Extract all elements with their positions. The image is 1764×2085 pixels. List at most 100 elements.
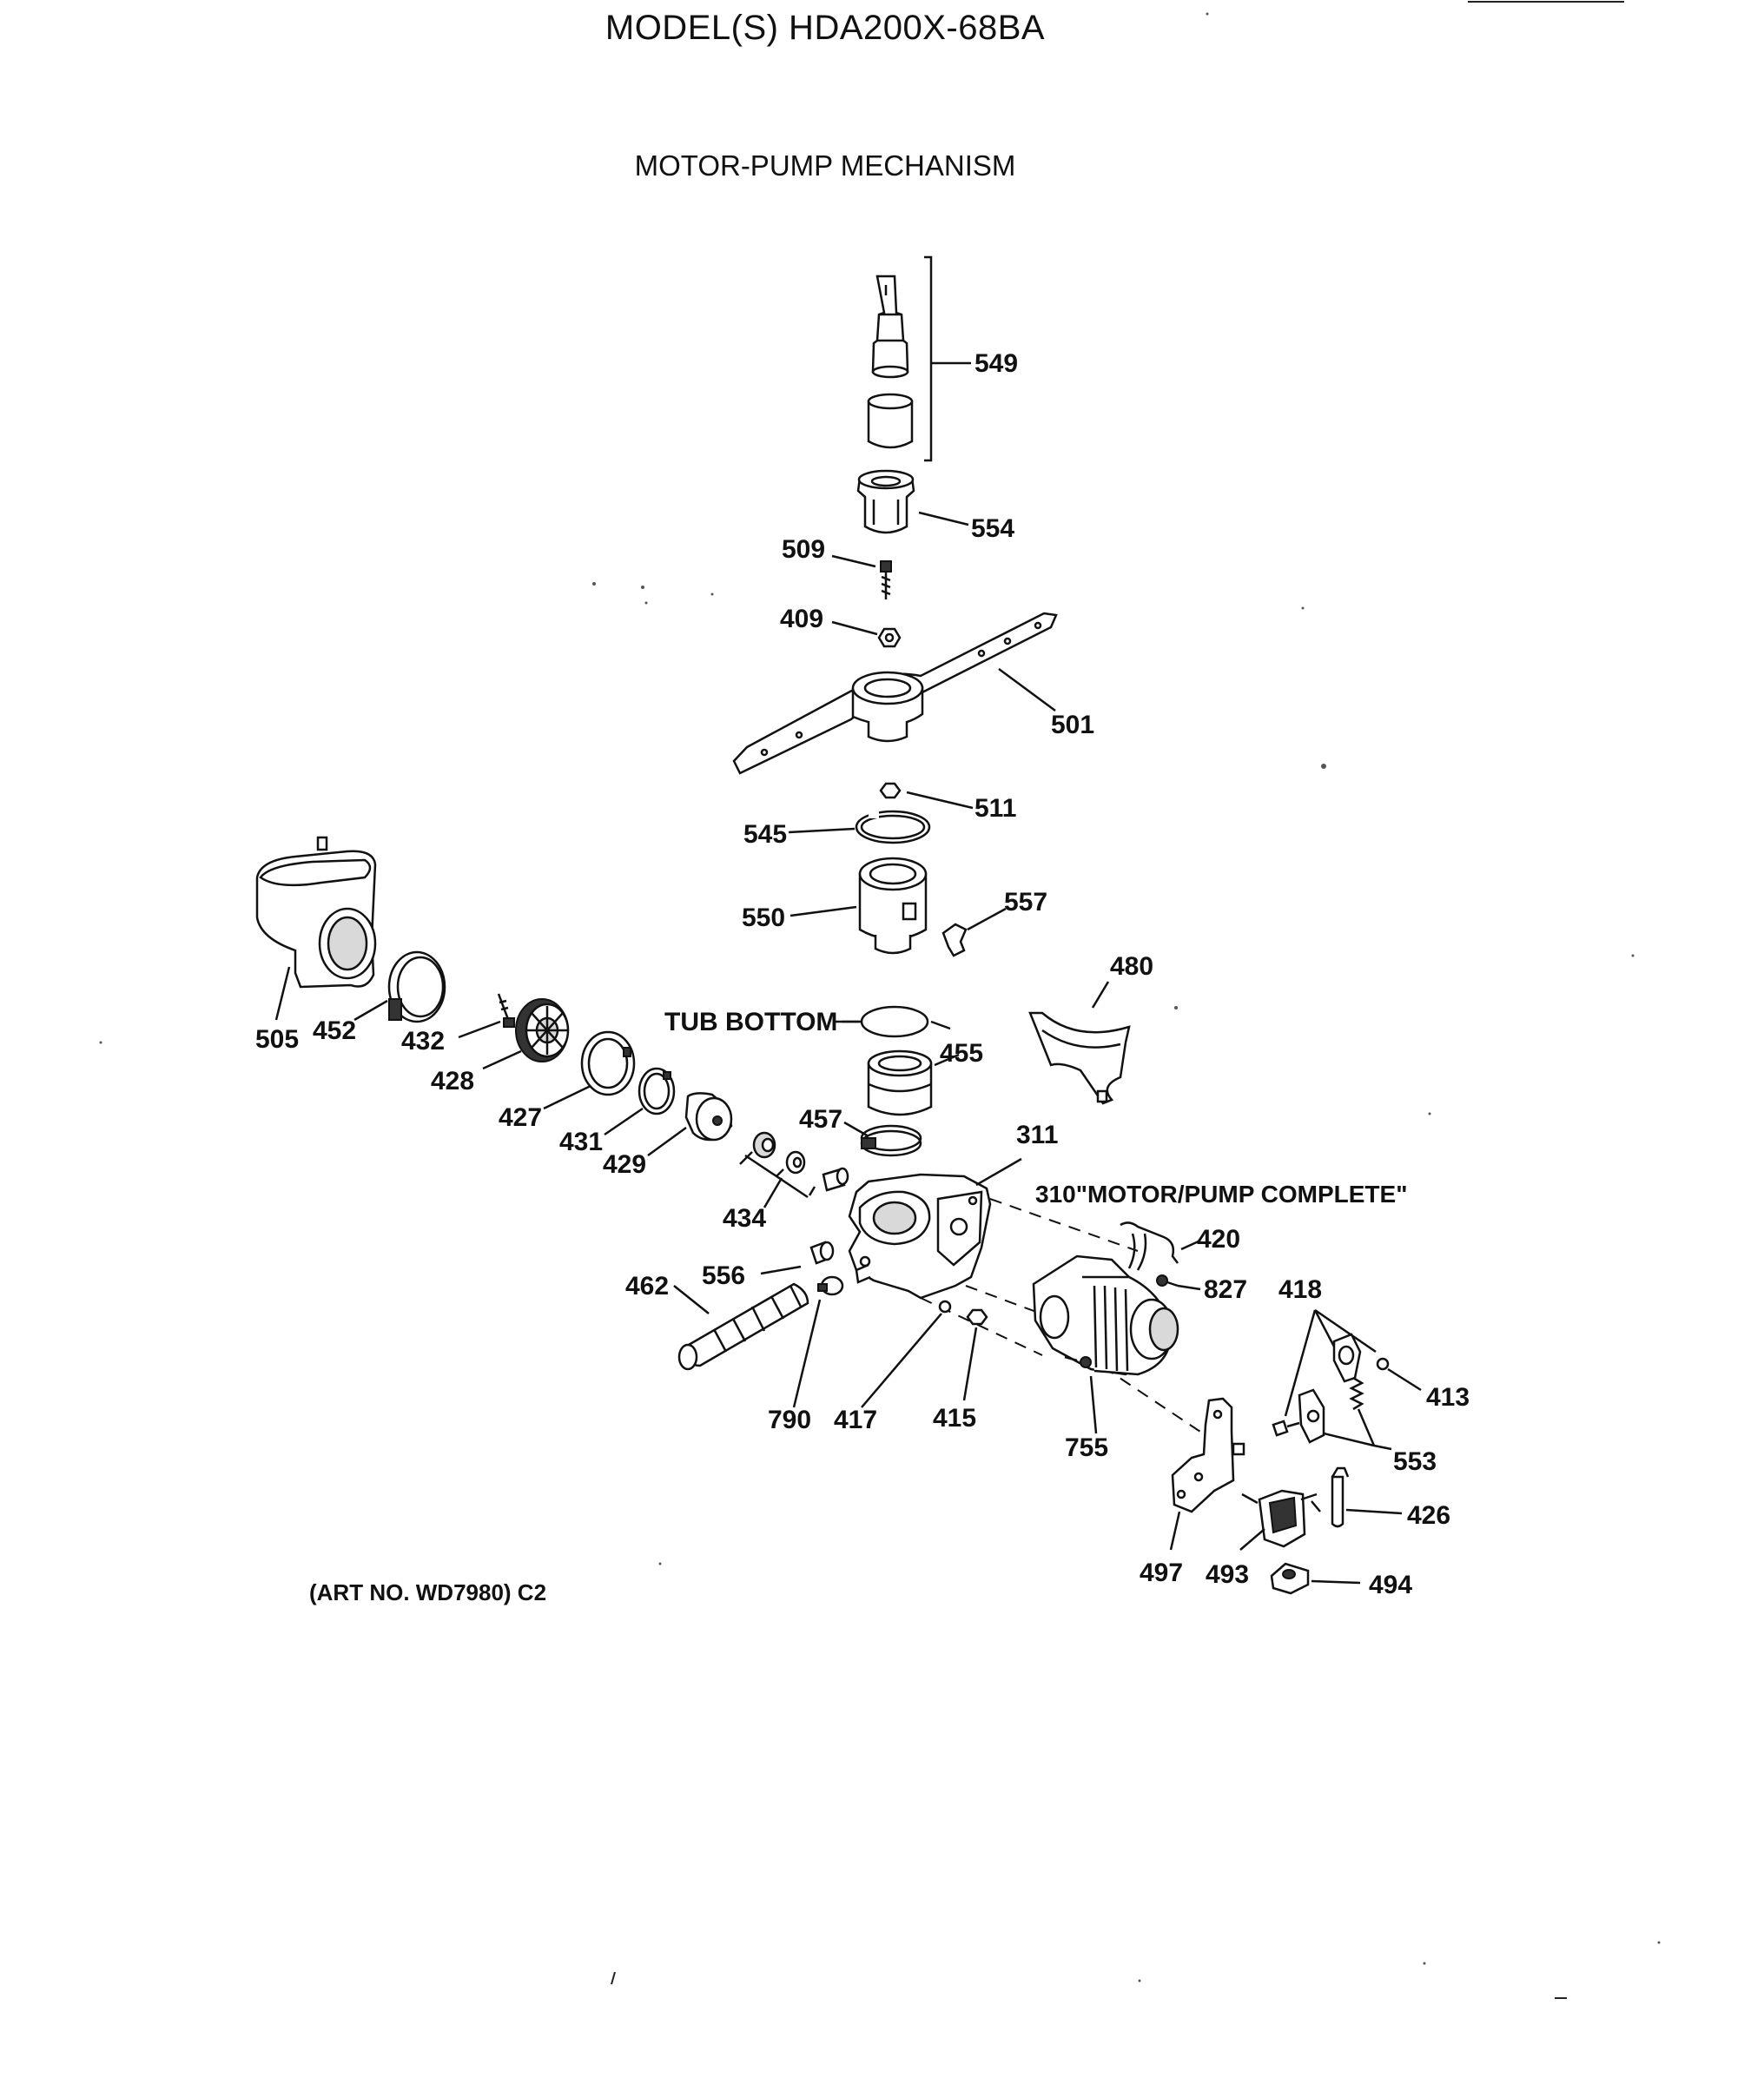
callout-429: 429 <box>603 1150 646 1179</box>
part-462-hose <box>677 1282 809 1371</box>
leader-431 <box>604 1107 644 1136</box>
leader-545 <box>788 827 856 834</box>
part-418-bracket-kit <box>1298 1333 1362 1444</box>
callout-497: 497 <box>1140 1559 1183 1587</box>
callout-556: 556 <box>702 1261 745 1290</box>
leader-556 <box>760 1265 802 1275</box>
part-413-washer <box>1376 1357 1390 1371</box>
leader-432 <box>458 1020 501 1039</box>
callout-415: 415 <box>933 1404 976 1433</box>
leader-553 <box>1323 1408 1392 1451</box>
callout-427: 427 <box>499 1103 542 1132</box>
callout-755: 755 <box>1065 1433 1108 1462</box>
bracket-434 <box>739 1151 816 1199</box>
leader-554 <box>918 511 969 526</box>
part-457-clamp <box>860 1124 922 1157</box>
leader-494 <box>1311 1579 1361 1585</box>
part-455-seal <box>867 1049 933 1116</box>
part-501-spray-arm <box>732 612 1058 775</box>
leader-462 <box>673 1285 710 1314</box>
callout-554: 554 <box>971 514 1014 543</box>
leader-409 <box>831 620 878 636</box>
callout-457: 457 <box>799 1105 842 1134</box>
part-545-retaining-ring <box>855 810 931 844</box>
part-452-clamp <box>387 950 446 1023</box>
callout-311: 311 <box>1016 1121 1058 1149</box>
callout-426: 426 <box>1407 1501 1450 1530</box>
leader-509 <box>831 554 876 568</box>
part-429-impeller-housing <box>684 1092 733 1142</box>
leader-420 <box>1180 1239 1201 1251</box>
part-426-pin <box>1331 1466 1350 1528</box>
callout-549: 549 <box>974 349 1018 378</box>
leader-452 <box>353 999 388 1022</box>
leader-511 <box>906 791 974 810</box>
leader-455 <box>934 1053 960 1067</box>
model-title: MODEL(S) HDA200X-68BA <box>605 9 1046 47</box>
part-493-solenoid <box>1241 1489 1321 1548</box>
leader-428 <box>482 1049 522 1070</box>
leader-415 <box>962 1327 978 1401</box>
callout-462: 462 <box>625 1272 669 1301</box>
part-557-clip <box>941 923 968 957</box>
part-790-clamp <box>817 1275 844 1296</box>
callout-418: 418 <box>1278 1275 1322 1304</box>
callout-545: 545 <box>743 820 787 849</box>
leader-790 <box>792 1299 822 1408</box>
section-title: MOTOR-PUMP MECHANISM <box>634 149 1016 182</box>
callout-493: 493 <box>1206 1560 1249 1589</box>
callout-413: 413 <box>1426 1383 1470 1412</box>
leader-557 <box>967 907 1007 931</box>
part-827-screw <box>1156 1274 1179 1287</box>
part-549-spray-tower <box>867 275 914 449</box>
leader-827 <box>1177 1284 1201 1291</box>
background-specks <box>99 1 1661 1999</box>
callout-480: 480 <box>1110 952 1153 981</box>
part-505-sump <box>255 836 377 989</box>
part-556-plug <box>809 1241 835 1265</box>
callout-827: 827 <box>1204 1275 1247 1304</box>
callout-431: 431 <box>559 1128 603 1156</box>
label-tub-bottom: TUB BOTTOM <box>664 1008 837 1036</box>
callout-409: 409 <box>780 605 823 633</box>
leader-417 <box>861 1313 942 1408</box>
part-509-screw <box>880 560 892 599</box>
leader-755 <box>1089 1375 1098 1434</box>
label-motor-pump-complete: 310"MOTOR/PUMP COMPLETE" <box>1035 1181 1407 1208</box>
part-554-tower-guide <box>856 469 915 534</box>
callout-420: 420 <box>1197 1225 1240 1254</box>
part-434-seal-kit <box>752 1131 849 1192</box>
callout-452: 452 <box>313 1016 356 1045</box>
leader-413 <box>1387 1367 1422 1392</box>
callout-553: 553 <box>1393 1447 1437 1476</box>
part-431-ring <box>638 1067 676 1115</box>
part-415-nut <box>966 1308 988 1326</box>
part-427-gasket <box>580 1030 636 1096</box>
part-553-spring <box>1272 1376 1364 1437</box>
part-432-screw <box>497 993 515 1028</box>
leader-311 <box>975 1157 1022 1187</box>
leader-550 <box>790 905 857 917</box>
part-420-wire-link <box>1120 1221 1179 1264</box>
leader-480 <box>1091 981 1110 1009</box>
part-310-motor <box>1032 1233 1179 1376</box>
part-755-screw <box>1064 1355 1092 1368</box>
callout-509: 509 <box>782 535 825 564</box>
callout-428: 428 <box>431 1067 474 1095</box>
part-497-mounting-bracket <box>1171 1397 1245 1513</box>
callout-432: 432 <box>401 1027 445 1056</box>
leader-418 <box>1284 1308 1377 1417</box>
part-417-screw <box>938 1300 952 1314</box>
part-480-shield <box>1028 1011 1131 1105</box>
leader-426 <box>1345 1508 1403 1515</box>
callout-511: 511 <box>974 794 1016 823</box>
leader-501 <box>998 667 1056 712</box>
part-311-pump-housing <box>848 1173 992 1300</box>
bracket-549 <box>924 255 933 462</box>
part-409-nut <box>877 627 902 648</box>
callout-494: 494 <box>1369 1571 1412 1599</box>
art-number: (ART NO. WD7980) C2 <box>309 1579 547 1605</box>
